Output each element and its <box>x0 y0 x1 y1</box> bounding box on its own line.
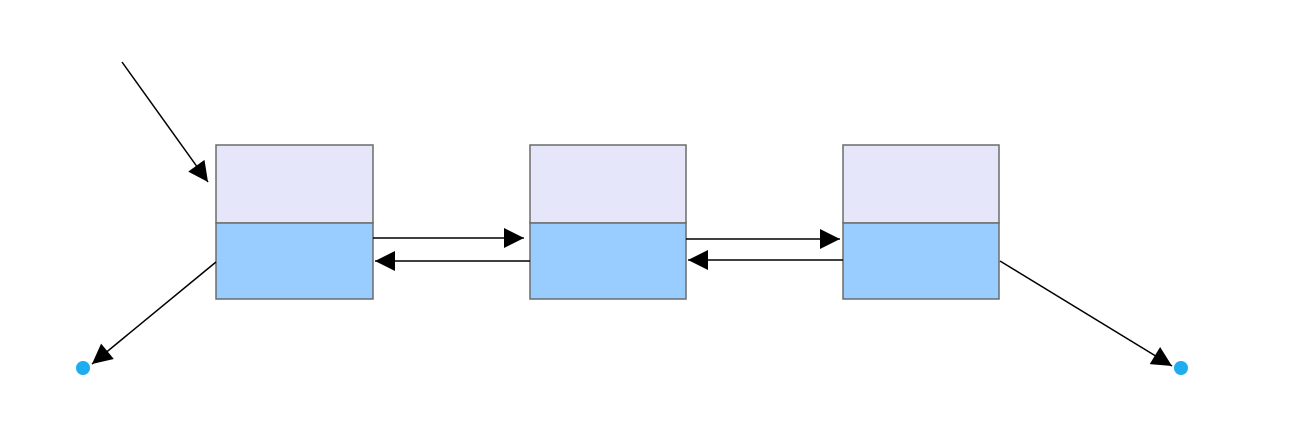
node-2-data-cell <box>529 144 687 224</box>
node-3-pointer-cell <box>842 222 1000 300</box>
node-1-data-cell <box>215 144 374 224</box>
node-2-pointer-cell <box>529 222 687 300</box>
list-node-1 <box>215 144 374 300</box>
null-next-terminator <box>1174 361 1188 375</box>
null-next-arrow <box>999 260 1173 367</box>
null-prev-arrow <box>91 261 217 365</box>
list-node-3 <box>842 144 1000 300</box>
node-1-pointer-cell <box>215 222 374 300</box>
node-3-data-cell <box>842 144 1000 224</box>
null-prev-terminator <box>76 361 90 375</box>
head-pointer-arrow <box>121 61 209 183</box>
list-node-2 <box>529 144 687 300</box>
